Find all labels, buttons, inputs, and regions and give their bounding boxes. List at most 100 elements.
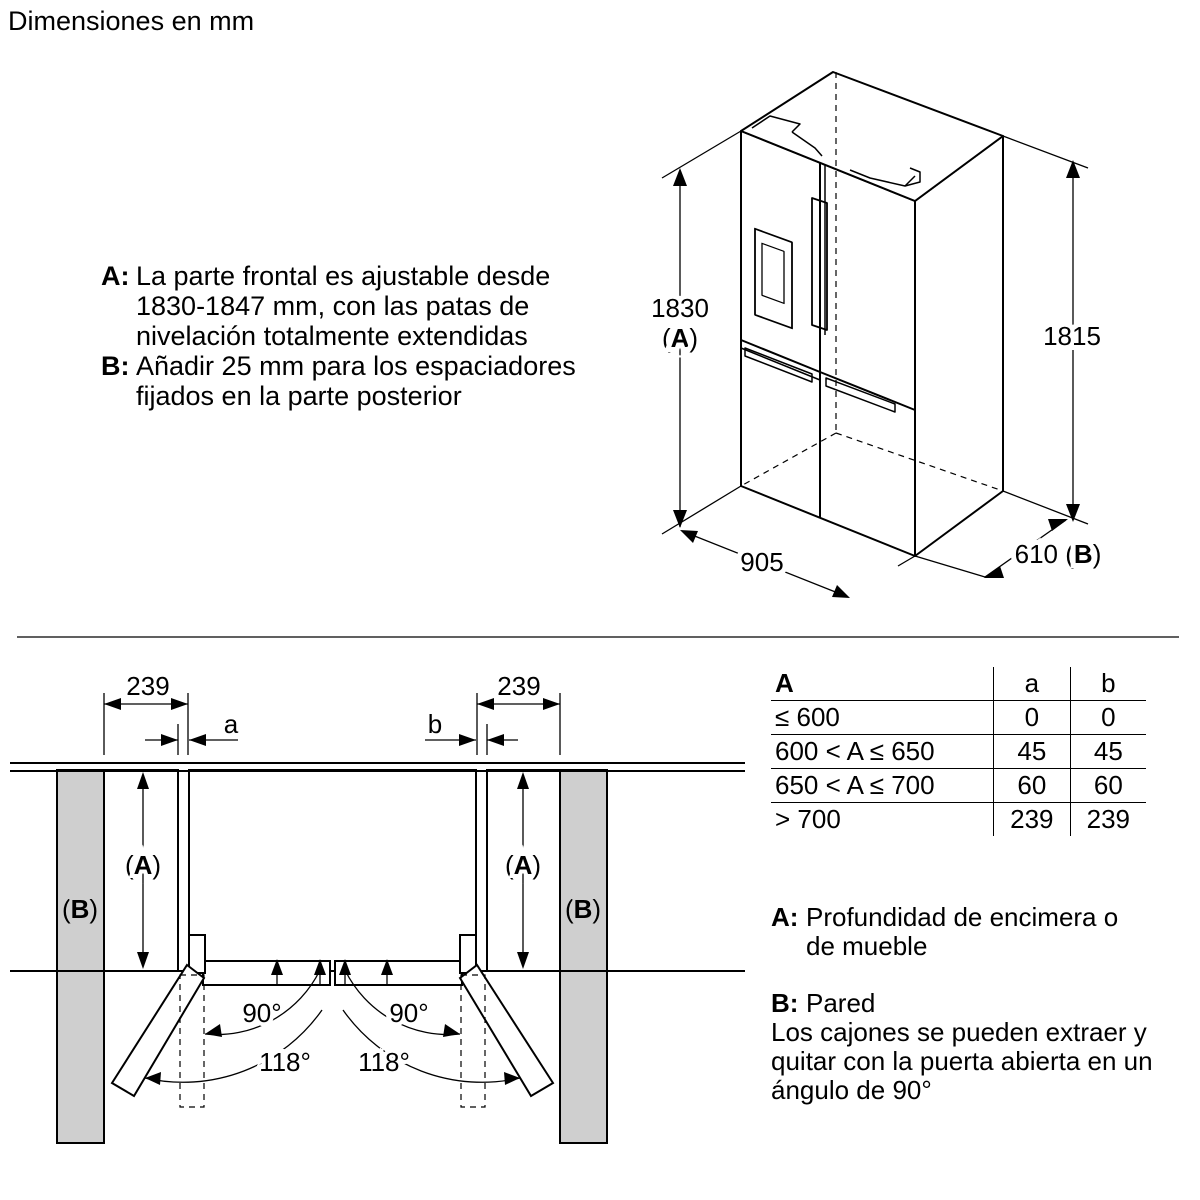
arc-118-right: [342, 1009, 521, 1083]
table-cell-range: 650 < A ≤ 700: [775, 770, 935, 800]
angle-90-right-label: 90°: [389, 998, 428, 1028]
height-front-label: 1830: [651, 293, 709, 323]
door-left-open: [110, 963, 206, 1098]
water-dispenser: [754, 227, 793, 330]
gap-b-label: b: [428, 709, 442, 739]
top-hinges: [751, 115, 921, 187]
legend-a-key: A:: [771, 902, 799, 932]
fridge-plan-body: [188, 769, 477, 960]
drawer-note-line-3: ángulo de 90°: [771, 1075, 932, 1105]
angle-90-left-label: 90°: [242, 998, 281, 1028]
page-title: Dimensiones en mm: [8, 6, 255, 36]
gap-a-label: a: [224, 709, 239, 739]
drawer-note: Los cajones se pueden extraer y quitar c…: [771, 1018, 1191, 1105]
plan-labels: 239 239 a b (A) (A) (B) (B) 90° 90° 118°…: [59, 671, 604, 1081]
note-b-key: B:: [101, 351, 130, 381]
legend-a-line-1: Profundidad de encimera o: [806, 902, 1119, 932]
legend-a: A: Profundidad de encimera o de mueble: [771, 903, 1191, 961]
height-front-ref: (A): [662, 323, 698, 353]
table-row: 650 < A ≤ 700 60 60: [771, 768, 1146, 803]
fridge-isometric: [740, 71, 1004, 557]
drawer-note-line-2: quitar con la puerta abierta en un: [771, 1046, 1153, 1076]
legend-a-line-2: de mueble: [806, 931, 928, 961]
table-row: ≤ 600 0 0: [771, 700, 1146, 735]
wall-left-letter: B: [71, 894, 90, 924]
table-cell-a: 239: [993, 802, 1071, 836]
note-a-line-2: 1830-1847 mm, con las patas de: [136, 291, 530, 321]
cabinet-right: [486, 769, 560, 971]
cabinet-depth-right-letter: A: [514, 850, 533, 880]
offset-left-label: 239: [126, 671, 169, 701]
handle-lower-left: [744, 347, 813, 383]
cabinet-left: [104, 769, 179, 971]
angle-118-left-label: 118°: [259, 1047, 311, 1077]
table-cell-a: 60: [993, 768, 1071, 803]
arc-90-right: [344, 969, 461, 1036]
table-row: 600 < A ≤ 650 45 45: [771, 734, 1146, 769]
compartment-split: [740, 339, 916, 411]
fridge-arrowheads: [673, 160, 1080, 598]
note-a: A: La parte frontal es ajustable desde 1…: [101, 261, 621, 351]
legend-b: B: Pared: [771, 989, 1191, 1018]
table-cell-b: 0: [1069, 700, 1146, 735]
table-header-a: a: [993, 667, 1071, 701]
drawer-note-line-1: Los cajones se pueden extraer y: [771, 1017, 1147, 1047]
wall-right: [559, 769, 608, 1144]
depth-value: 610: [1015, 539, 1058, 569]
depth-ref-letter: B: [1074, 539, 1093, 569]
cabinet-depth-right-label: (A): [505, 850, 541, 880]
note-a-line-1: La parte frontal es ajustable desde: [136, 261, 551, 291]
table-row: > 700 239 239: [771, 802, 1146, 836]
cabinet-depth-left-label: (A): [125, 850, 161, 880]
dispenser-nozzle: [761, 242, 785, 305]
wall-right-letter: B: [574, 894, 593, 924]
height-front-ref-letter: A: [671, 323, 690, 353]
table-cell-range: 600 < A ≤ 650: [775, 736, 935, 766]
note-a-key: A:: [101, 261, 130, 291]
angle-118-right-label: 118°: [358, 1047, 410, 1077]
notes-top: A: La parte frontal es ajustable desde 1…: [101, 261, 621, 411]
door-right-open: [458, 963, 555, 1098]
fridge-hidden-edges: [740, 72, 1004, 492]
drawer-left: [202, 960, 331, 986]
notes-bottom: A: Profundidad de encimera o de mueble B…: [771, 903, 1191, 1105]
table-cell-b: 45: [1069, 734, 1146, 769]
table-cell-b: 239: [1069, 802, 1146, 836]
handle-upper: [811, 197, 828, 331]
note-b-line-1: Añadir 25 mm para los espaciadores: [136, 351, 576, 381]
table-cell-a: 0: [993, 700, 1071, 735]
table-header-a-range: A: [775, 668, 794, 698]
drawer-right: [334, 960, 463, 986]
table-cell-range: ≤ 600: [775, 702, 840, 732]
table-cell-b: 60: [1069, 768, 1146, 803]
note-a-line-3: nivelación totalmente extendidas: [136, 321, 528, 351]
wall-right-label: (B): [565, 894, 601, 924]
table-header-row: A a b: [771, 667, 1146, 701]
legend-b-title: Pared: [806, 988, 876, 1018]
arc-118-left: [144, 1009, 323, 1083]
fridge-side-face: [914, 135, 1004, 557]
wall-left-label: (B): [62, 894, 98, 924]
spacing-table: A a b ≤ 600 0 0 600 < A ≤ 650 45 45 650 …: [771, 667, 1146, 836]
width-label: 905: [740, 547, 783, 577]
door-90-positions: [179, 974, 486, 1108]
fridge-front-face: [740, 130, 916, 557]
table-header-b: b: [1069, 667, 1146, 701]
handle-lower-right: [825, 377, 896, 413]
cabinet-depth-left-letter: A: [134, 850, 153, 880]
plan-view: [10, 762, 745, 1144]
table-cell-range: > 700: [775, 804, 841, 834]
offset-right-label: 239: [497, 671, 540, 701]
wall-left: [56, 769, 105, 1144]
arc-90-left: [204, 969, 321, 1036]
depth-label: 610 (B): [1015, 539, 1102, 569]
note-b: B: Añadir 25 mm para los espaciadores fi…: [101, 351, 621, 411]
width-arrow-line: [681, 530, 849, 598]
note-b-line-2: fijados en la parte posterior: [136, 381, 462, 411]
height-back-label: 1815: [1043, 321, 1101, 351]
plan-arrowheads: [104, 698, 560, 1085]
table-cell-a: 45: [993, 734, 1071, 769]
legend-b-key: B:: [771, 988, 799, 1018]
fridge-dimension-labels: 1830 (A) 1815 905 610 (B): [646, 288, 1106, 582]
